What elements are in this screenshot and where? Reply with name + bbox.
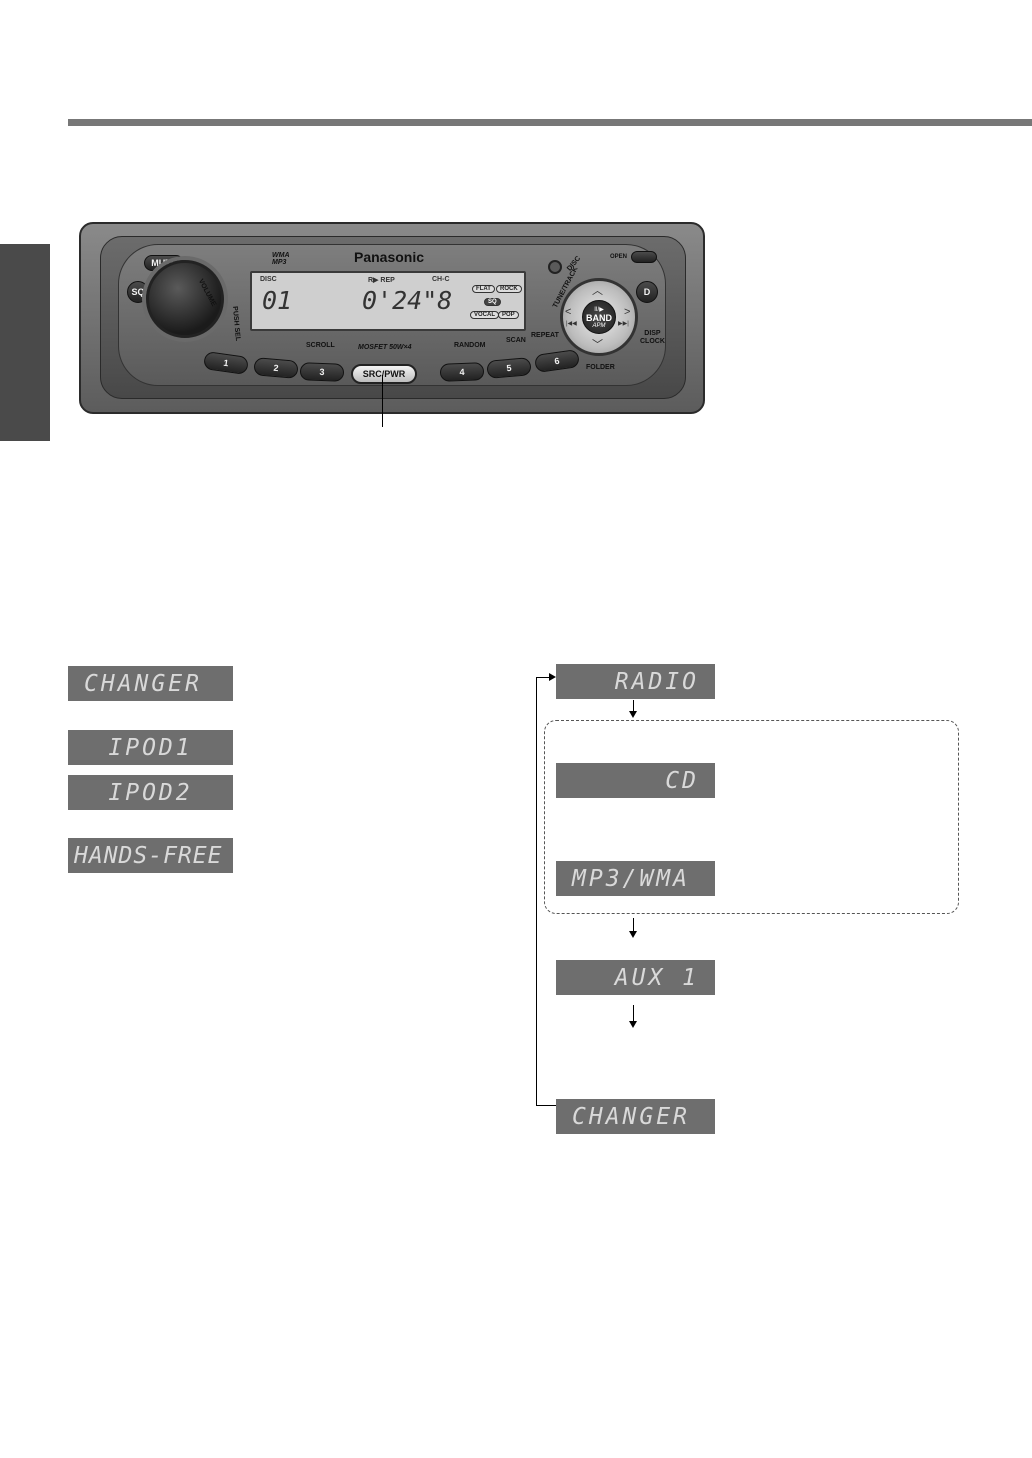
- rand-rep-indicator: R▶ REP: [368, 277, 395, 284]
- preset-button-4[interactable]: 4: [439, 362, 485, 382]
- preset-button-2[interactable]: 2: [253, 357, 299, 379]
- disp-label: DISP: [644, 330, 661, 337]
- display-mp3-wma: MP3/WMA: [556, 861, 715, 896]
- lcd-disc-number: 01: [262, 286, 293, 315]
- next-track-icon: ▶▶|: [618, 321, 629, 327]
- up-arrow-icon: ︿: [592, 285, 603, 297]
- loop-line-vertical: [536, 677, 537, 1106]
- ir-sensor: [548, 260, 562, 274]
- disc-indicator: DISC: [260, 276, 277, 283]
- sound-mode-vocal: VOCAL: [470, 311, 499, 319]
- volume-knob[interactable]: [146, 260, 224, 338]
- loop-line-bottom: [536, 1105, 556, 1106]
- loop-line-top: [536, 677, 549, 678]
- down-arrow-icon: ﹀: [592, 339, 603, 351]
- mosfet-label: MOSFET 50W×4: [358, 344, 412, 351]
- flow-arrow-down-icon: [629, 931, 637, 938]
- scan-label: SCAN: [506, 337, 526, 344]
- display-ipod2: IPOD2: [68, 775, 233, 810]
- wma-badge: WMA: [272, 252, 290, 259]
- display-hands-free: HANDS-FREE: [68, 838, 233, 873]
- d-button[interactable]: D: [636, 281, 658, 303]
- left-arrow-icon: <: [565, 306, 572, 318]
- sq-button[interactable]: SQ: [127, 281, 149, 303]
- disp-clock-label: DISP CLOCK: [640, 330, 665, 346]
- display-radio: RADIO: [556, 664, 715, 699]
- header-rule: [68, 119, 1032, 126]
- loop-arrow-right-icon: [549, 673, 556, 681]
- sound-mode-rock: ROCK: [496, 285, 522, 293]
- scroll-label: SCROLL: [306, 342, 335, 349]
- sound-mode-pop: POP: [498, 311, 519, 319]
- display-changer: CHANGER: [68, 666, 233, 701]
- lcd-time: 0'24"8: [362, 286, 453, 315]
- src-pwr-callout-line: [382, 375, 383, 427]
- format-badge: WMA MP3: [272, 252, 290, 266]
- flow-line: [633, 918, 634, 932]
- open-label: OPEN: [610, 254, 628, 260]
- folder-label: FOLDER: [586, 364, 615, 371]
- preset-button-3[interactable]: 3: [299, 362, 345, 382]
- lcd-display: [250, 271, 526, 331]
- play-pause-icon: II/▶: [594, 306, 604, 313]
- section-tab: [0, 244, 50, 441]
- display-aux: AUX 1: [556, 960, 715, 995]
- band-button[interactable]: II/▶ BAND APM: [582, 300, 616, 334]
- apm-label: APM: [592, 322, 606, 329]
- disc-source-group: [544, 720, 959, 914]
- display-ipod1: IPOD1: [68, 730, 233, 765]
- flow-line: [633, 700, 634, 712]
- prev-track-icon: |◀◀: [566, 321, 577, 327]
- band-label: BAND: [586, 312, 612, 323]
- src-pwr-button[interactable]: SRC/PWR: [351, 364, 417, 384]
- flow-line: [633, 1005, 634, 1021]
- open-button[interactable]: [631, 251, 657, 263]
- clock-label: CLOCK: [640, 338, 665, 345]
- ch-c-indicator: CH-C: [432, 276, 450, 283]
- sound-mode-sq: SQ: [484, 298, 501, 306]
- mp3-badge: MP3: [272, 259, 287, 266]
- right-arrow-icon: >: [624, 306, 631, 318]
- flow-arrow-down-icon: [629, 1021, 637, 1028]
- display-changer-flow: CHANGER: [556, 1099, 715, 1134]
- brand-logo: Panasonic: [354, 249, 425, 265]
- random-label: RANDOM: [454, 342, 486, 349]
- sound-mode-flat: FLAT: [472, 285, 495, 293]
- flow-arrow-down-icon: [629, 711, 637, 718]
- display-cd: CD: [556, 763, 715, 798]
- repeat-label: REPEAT: [531, 332, 559, 339]
